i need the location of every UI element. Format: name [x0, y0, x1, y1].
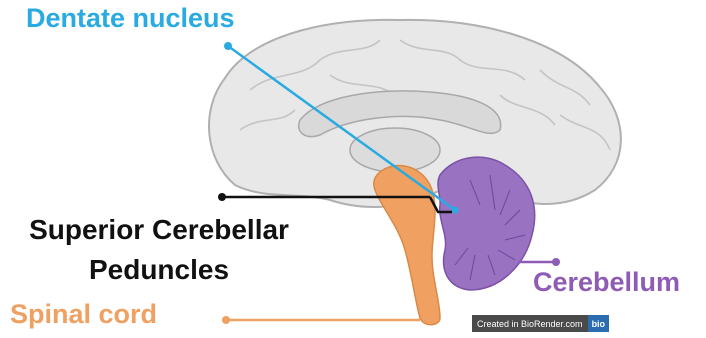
- scp-label-line1: Superior Cerebellar: [14, 210, 304, 250]
- cerebellum-leader-dot: [552, 258, 560, 266]
- superior-cerebellar-peduncles-label: Superior Cerebellar Peduncles: [14, 210, 304, 290]
- dentate-nucleus-label: Dentate nucleus: [26, 4, 235, 34]
- scp-leader-dot: [218, 193, 226, 201]
- brainstem-spinal-cord: [374, 166, 440, 325]
- watermark-badge: bio: [588, 315, 610, 332]
- dentate-leader-dot: [224, 42, 232, 50]
- cerebellum-shape: [438, 157, 535, 290]
- dentate-target-dot: [452, 207, 459, 214]
- spinal-leader-dot: [222, 316, 230, 324]
- cerebellum-label: Cerebellum: [533, 268, 680, 298]
- scp-label-line2: Peduncles: [14, 250, 304, 290]
- biorender-watermark[interactable]: Created in BioRender.com bio: [472, 315, 609, 332]
- watermark-text: Created in BioRender.com: [472, 315, 588, 332]
- spinal-cord-label: Spinal cord: [10, 300, 157, 330]
